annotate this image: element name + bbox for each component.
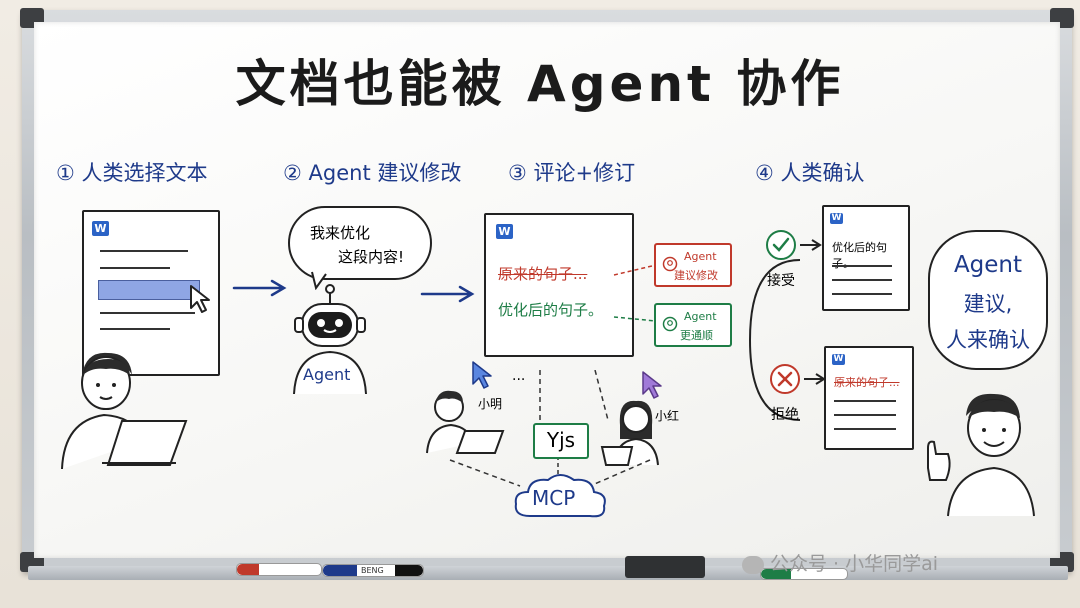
step-2-number: ② (283, 161, 302, 185)
comment-card-suggest: Agent 建议修改 (654, 243, 732, 287)
robot-label: Agent (303, 365, 351, 384)
watermark-text: 公众号 · 小华同学ai (770, 553, 939, 575)
mcp-label: MCP (532, 486, 576, 510)
arrow-right-icon (232, 279, 287, 297)
text-line (832, 293, 892, 295)
user-xiaoming-label: 小明 (478, 397, 503, 411)
bubble-line-1: Agent (953, 252, 1023, 278)
text-line (100, 250, 188, 252)
cursor-purple-icon (642, 371, 662, 399)
red-marker (236, 563, 322, 576)
person-at-laptop-illustration (61, 352, 188, 470)
cursor-blue-icon (472, 361, 492, 389)
original-sentence-struck: 原来的句子... (498, 265, 588, 283)
step-1-number: ① (56, 161, 75, 185)
red-marker-cap (237, 564, 259, 575)
agent-avatar-icon (662, 316, 678, 332)
step-4-number: ④ (755, 161, 774, 185)
step-3-number: ③ (508, 161, 527, 185)
rejected-document: W 原来的句子... (824, 346, 914, 450)
yjs-box: Yjs (533, 423, 589, 459)
bubble-line-3: 人来确认 (946, 328, 1030, 352)
text-line (832, 279, 892, 281)
robot-agent-icon (293, 284, 367, 395)
text-line (834, 400, 896, 402)
word-doc-icon: W (496, 224, 513, 239)
reject-x-icon (770, 364, 800, 394)
comment-card-smoother: Agent 更通顺 (654, 303, 732, 347)
text-line (834, 428, 896, 430)
comment-1-text: 建议修改 (674, 269, 718, 282)
comment-2-author: Agent (684, 310, 717, 323)
black-marker-cap (395, 565, 423, 576)
green-marker-cap (761, 569, 791, 579)
speech-tail (311, 271, 327, 290)
accept-label: 接受 (767, 273, 795, 289)
bubble-line-2: 建议, (963, 292, 1013, 316)
step-2-header: ② Agent 建议修改 (283, 157, 461, 187)
reject-label: 拒绝 (771, 407, 799, 423)
mcp-cloud-icon (514, 474, 606, 518)
step-3-label: 评论+修订 (533, 161, 636, 185)
rejected-sentence: 原来的句子... (834, 376, 900, 389)
arrow-to-accepted-doc (800, 239, 822, 251)
step-1-header: ① 人类选择文本 (56, 157, 208, 187)
speech-line-2: 这段内容! (338, 248, 405, 266)
user-xiaohong-illustration (600, 400, 659, 466)
marker-brand: BENG (361, 566, 384, 575)
step-4-header: ④ 人类确认 (755, 157, 865, 187)
text-line (100, 267, 170, 269)
checkmark-icon (766, 230, 796, 260)
accepted-document: W 优化后的句子。 (822, 205, 910, 311)
comment-connector-lines (613, 264, 657, 322)
cursor-icon (190, 285, 210, 313)
word-doc-icon: W (830, 213, 843, 224)
arrow-right-icon (420, 285, 475, 303)
page-title: 文档也能被 Agent 协作 (235, 55, 845, 113)
step-4-label: 人类确认 (780, 161, 865, 185)
user-xiaoming-illustration (426, 390, 505, 454)
speech-bubble: 我来优化 这段内容! (288, 206, 432, 280)
eraser (625, 556, 705, 578)
text-line (832, 265, 892, 267)
text-line (100, 312, 195, 314)
blue-marker: BENG (322, 564, 424, 577)
word-doc-icon: W (832, 354, 845, 365)
wechat-icon (742, 555, 764, 574)
ellipsis: ... (512, 368, 526, 384)
step-1-label: 人类选择文本 (81, 161, 208, 185)
step-2-label: Agent 建议修改 (308, 161, 462, 185)
selected-text-highlight (98, 280, 200, 300)
blue-marker-cap (323, 565, 357, 576)
speech-line-1: 我来优化 (310, 224, 371, 242)
text-line (834, 414, 896, 416)
step-3-header: ③ 评论+修订 (508, 157, 635, 187)
sync-dashed-lines (449, 370, 651, 487)
comment-1-author: Agent (684, 250, 717, 263)
revised-sentence: 优化后的句子。 (498, 301, 604, 319)
person-thumbs-up-illustration (927, 393, 1035, 517)
agent-avatar-icon (662, 256, 678, 272)
step3-document: W 原来的句子... 优化后的句子。 (484, 213, 634, 357)
text-line (100, 328, 170, 330)
branch-lines (749, 259, 801, 421)
comment-2-text: 更通顺 (680, 329, 713, 342)
watermark: 公众号 · 小华同学ai (742, 549, 938, 576)
agent-confirm-bubble: Agent 建议, 人来确认 (928, 230, 1048, 370)
word-doc-icon: W (92, 221, 109, 236)
green-marker (760, 568, 848, 580)
user-xiaohong-label: 小红 (655, 409, 680, 423)
